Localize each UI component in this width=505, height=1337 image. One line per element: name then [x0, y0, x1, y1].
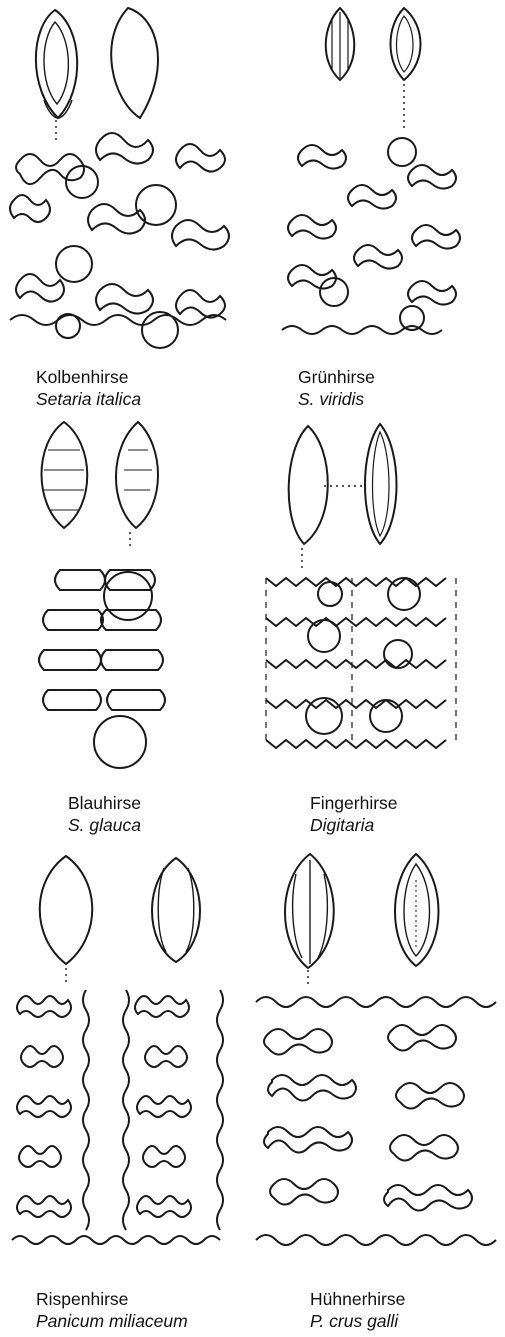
huehnerhirse-grain-back [395, 854, 439, 966]
latin-name-kolbenhirse: Setaria italica [36, 388, 141, 410]
gruenhirse-illustration [252, 0, 505, 360]
kolbenhirse-grain-back [111, 8, 158, 118]
gruenhirse-grain-back [391, 8, 421, 80]
kolbenhirse-epidermis-cells [10, 133, 229, 325]
panel-kolbenhirse: Kolbenhirse Setaria italica [0, 0, 252, 420]
rispenhirse-grain-front [40, 856, 93, 964]
latin-name-blauhirse: S. glauca [68, 814, 141, 836]
latin-name-rispenhirse: Panicum miliaceum [36, 1310, 188, 1332]
latin-name-fingerhirse: Digitaria [310, 814, 398, 836]
latin-name-huehnerhirse: P. crus galli [310, 1310, 405, 1332]
gruenhirse-epidermis-cells [282, 145, 460, 334]
latin-name-gruenhirse: S. viridis [298, 388, 375, 410]
gruenhirse-grain-front [326, 8, 355, 80]
common-name-fingerhirse: Fingerhirse [310, 792, 398, 814]
common-name-huehnerhirse: Hühnerhirse [310, 1288, 405, 1310]
caption-fingerhirse: Fingerhirse Digitaria [310, 792, 398, 836]
kolbenhirse-stomata-circles [56, 166, 178, 348]
huehnerhirse-epidermis-cells [256, 997, 496, 1245]
caption-rispenhirse: Rispenhirse Panicum miliaceum [36, 1288, 188, 1332]
panel-rispenhirse: Rispenhirse Panicum miliaceum [0, 840, 252, 1337]
blauhirse-epidermis-cells [39, 570, 165, 710]
panel-blauhirse: Blauhirse S. glauca [0, 420, 252, 840]
fingerhirse-illustration [252, 420, 505, 760]
kolbenhirse-illustration [0, 0, 252, 360]
caption-kolbenhirse: Kolbenhirse Setaria italica [36, 366, 141, 410]
fingerhirse-epidermis-cells [266, 578, 456, 748]
caption-gruenhirse: Grünhirse S. viridis [298, 366, 375, 410]
rispenhirse-illustration [0, 840, 252, 1260]
huehnerhirse-grain-front [285, 854, 334, 968]
panel-gruenhirse: Grünhirse S. viridis [252, 0, 505, 420]
panel-huehnerhirse: Hühnerhirse P. crus galli [252, 840, 505, 1337]
kolbenhirse-grain-front [36, 10, 77, 118]
rispenhirse-grain-back [152, 858, 200, 962]
blauhirse-illustration [0, 420, 252, 760]
caption-huehnerhirse: Hühnerhirse P. crus galli [310, 1288, 405, 1332]
huehnerhirse-illustration [252, 840, 505, 1260]
common-name-kolbenhirse: Kolbenhirse [36, 366, 141, 388]
panel-fingerhirse: Fingerhirse Digitaria [252, 420, 505, 840]
common-name-blauhirse: Blauhirse [68, 792, 141, 814]
caption-blauhirse: Blauhirse S. glauca [68, 792, 141, 836]
common-name-rispenhirse: Rispenhirse [36, 1288, 188, 1310]
gruenhirse-stomata-circles [320, 138, 424, 330]
fingerhirse-grain-back [365, 424, 397, 544]
blauhirse-grain-front [42, 422, 88, 528]
fingerhirse-stomata-circles [306, 578, 420, 734]
rispenhirse-epidermis-cells [12, 990, 223, 1244]
fingerhirse-grain-front [289, 426, 328, 544]
blauhirse-grain-back [116, 422, 158, 528]
common-name-gruenhirse: Grünhirse [298, 366, 375, 388]
